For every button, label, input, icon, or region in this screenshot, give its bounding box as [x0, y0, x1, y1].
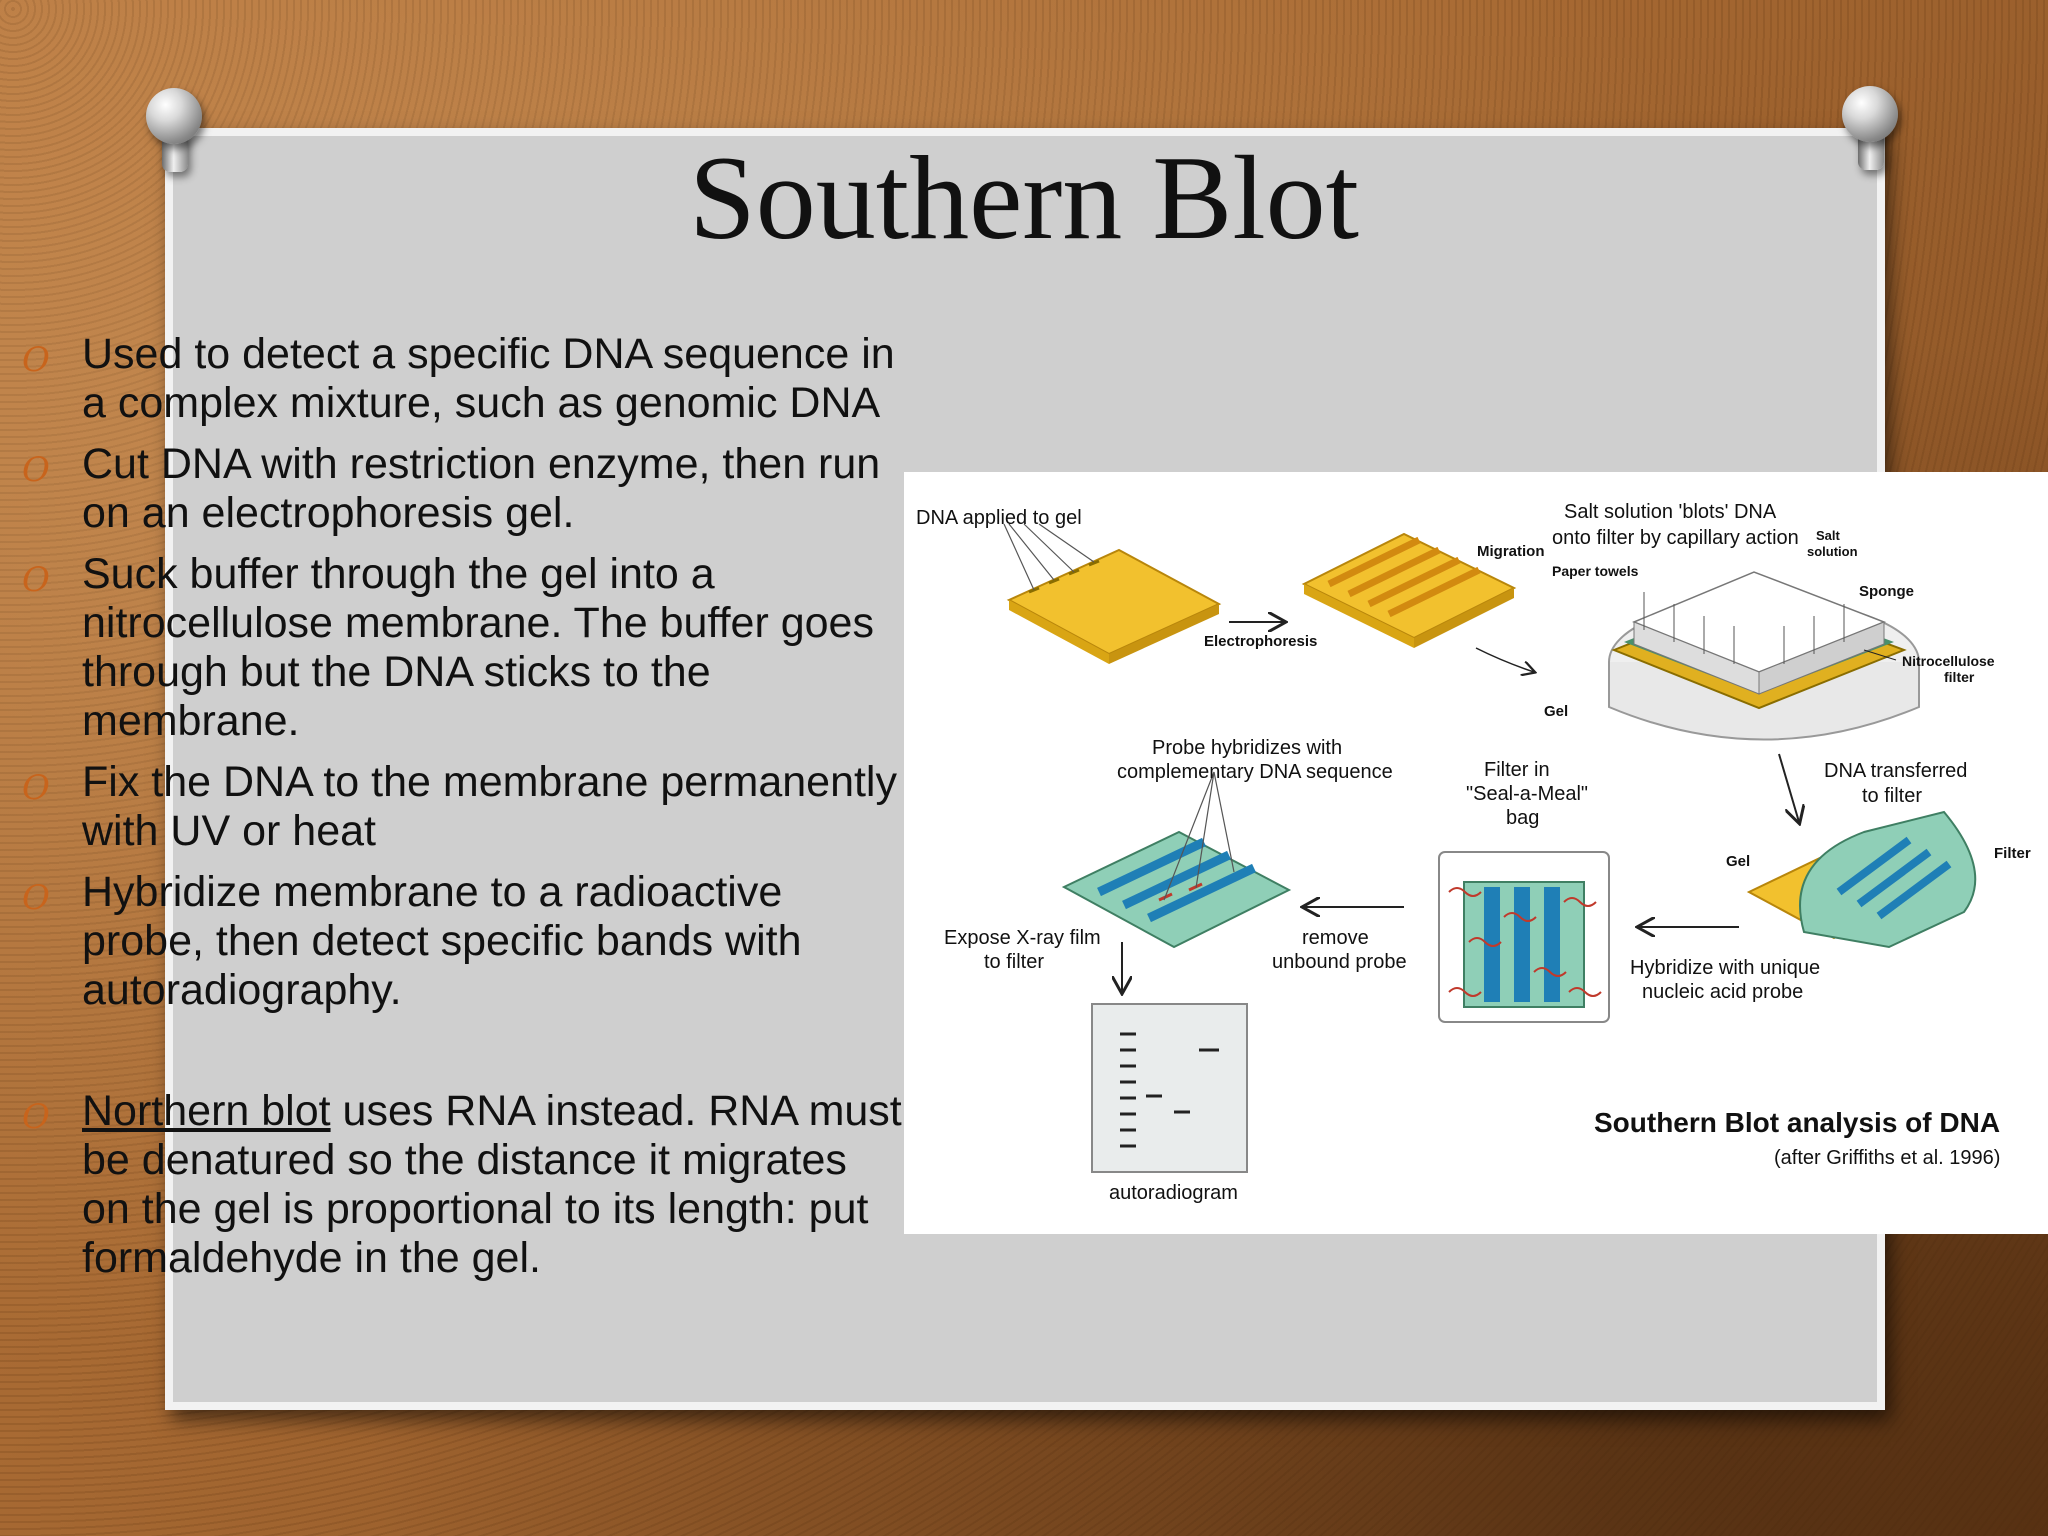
southern-blot-diagram: DNA applied to gel Electrophoresis Migra… [904, 472, 2048, 1234]
label-salt-line1: Salt solution 'blots' DNA [1564, 501, 1777, 523]
label-remove-1: remove [1302, 927, 1369, 949]
label-migration: Migration [1477, 543, 1545, 560]
label-filter-in-2: "Seal-a-Meal" [1466, 783, 1588, 805]
label-filter-right: Filter [1994, 845, 2031, 862]
hybridized-filter-icon [1061, 771, 1292, 949]
figure-citation: (after Griffiths et al. 1996) [1774, 1147, 2000, 1169]
figure-caption: Southern Blot analysis of DNA [1594, 1107, 2000, 1138]
label-gel-top: Gel [1544, 703, 1568, 720]
label-dna-transferred-2: to filter [1862, 785, 1922, 807]
slide-title: Southern Blot [688, 131, 1360, 264]
label-salt-line2: onto filter by capillary action [1552, 527, 1799, 549]
label-expose-1: Expose X-ray film [944, 927, 1101, 949]
label-sponge: Sponge [1859, 583, 1914, 600]
label-paper-towels: Paper towels [1552, 563, 1639, 579]
northern-blot-term: Northern blot [82, 1087, 331, 1135]
label-hybridize-1: Hybridize with unique [1630, 957, 1820, 979]
label-nitrocellulose-1: Nitrocellulose [1902, 653, 1995, 669]
label-dna-transferred-1: DNA transferred [1824, 760, 1967, 782]
gel-with-dna-icon [1003, 523, 1222, 664]
label-hybridize-2: nucleic acid probe [1642, 981, 1803, 1003]
capillary-transfer-icon [1608, 571, 1920, 741]
label-probe-1: Probe hybridizes with [1152, 737, 1342, 759]
label-nitrocellulose-2: filter [1944, 669, 1975, 685]
label-probe-2: complementary DNA sequence [1117, 761, 1393, 783]
label-dna-applied: DNA applied to gel [916, 507, 1082, 529]
filter-peel-icon [1746, 810, 1977, 949]
bullet-icon: O [22, 340, 50, 380]
pushpin-icon-left [140, 88, 210, 180]
label-remove-2: unbound probe [1272, 951, 1407, 973]
label-electrophoresis: Electrophoresis [1204, 633, 1317, 650]
label-salt-solution-2: solution [1807, 544, 1858, 559]
autoradiogram-icon [1091, 1003, 1248, 1173]
seal-a-meal-bag-icon [1438, 851, 1610, 1023]
label-salt-solution-1: Salt [1816, 528, 1841, 543]
label-filter-in-3: bag [1506, 807, 1539, 829]
bullet-icon: O [22, 1097, 50, 1137]
gel-bands-icon [1301, 532, 1517, 648]
bullet-icon: O [22, 560, 50, 600]
label-gel-right: Gel [1726, 853, 1750, 870]
label-autoradiogram: autoradiogram [1109, 1182, 1238, 1204]
bullet-icon: O [22, 768, 50, 808]
label-filter-in-1: Filter in [1484, 759, 1550, 781]
bullet-icon: O [22, 450, 50, 490]
bullet-icon: O [22, 878, 50, 918]
label-expose-2: to filter [984, 951, 1044, 973]
pushpin-icon-right [1836, 86, 1906, 178]
